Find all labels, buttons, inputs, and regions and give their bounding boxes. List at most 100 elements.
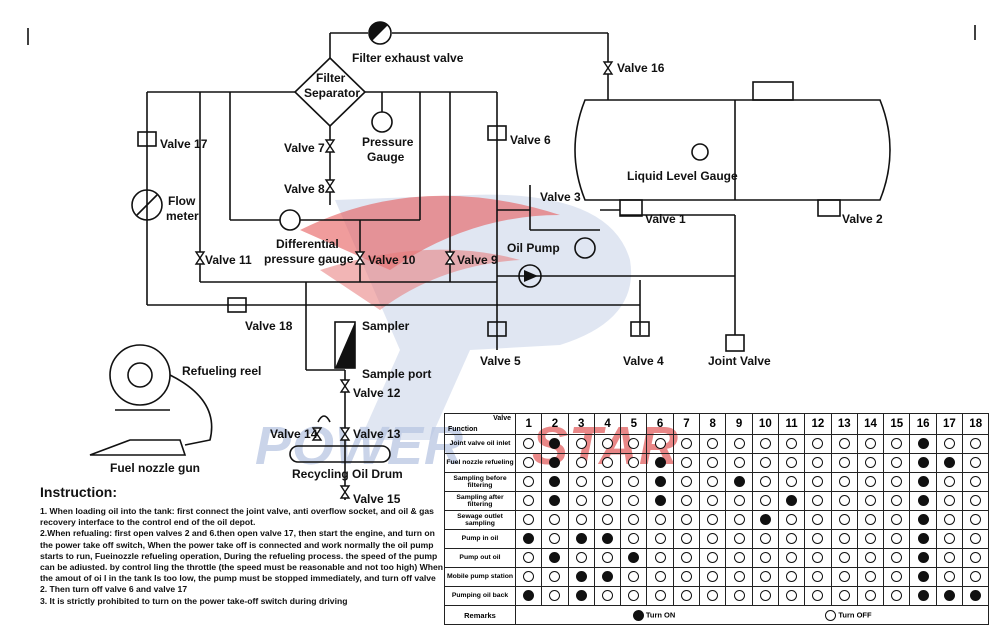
table-cell — [777, 586, 806, 606]
valve-off-icon — [654, 590, 666, 602]
table-cell — [804, 548, 832, 568]
valve-on-icon — [733, 476, 745, 488]
valve-off-icon — [891, 514, 903, 526]
table-cell — [672, 434, 701, 454]
table-cell — [883, 586, 911, 606]
column-header-9: 9 — [725, 413, 753, 435]
valve-on-icon — [575, 590, 587, 602]
table-cell — [856, 510, 885, 530]
valve-off-icon — [628, 533, 640, 545]
valve-off-icon — [628, 438, 640, 450]
table-cell — [620, 567, 648, 587]
valve3-label: Valve 3 — [540, 190, 581, 204]
valve-off-icon — [786, 571, 798, 583]
instruction-line-3: 3. It is strictly prohibited to turn on … — [40, 595, 348, 606]
table-cell — [777, 453, 806, 473]
valve-off-icon — [838, 495, 850, 507]
valve-off-icon — [575, 438, 587, 450]
table-cell — [593, 548, 622, 568]
valve-on-icon — [575, 571, 587, 583]
table-cell — [804, 567, 832, 587]
valve-off-icon — [602, 590, 614, 602]
table-cell — [883, 434, 911, 454]
valve-off-icon — [812, 438, 824, 450]
valve-off-icon — [680, 590, 692, 602]
valve7-label: Valve 7 — [284, 141, 325, 155]
valve-off-icon — [865, 571, 876, 583]
valve-off-icon — [838, 571, 850, 583]
table-cell — [909, 548, 937, 568]
valve-off-icon — [943, 514, 955, 526]
diff-gauge-label-2: pressure gauge — [264, 252, 354, 266]
fuel-nozzle-gun-label: Fuel nozzle gun — [110, 461, 200, 475]
valve10-label: Valve 10 — [368, 253, 416, 267]
valve-on-icon — [654, 476, 666, 488]
table-cell — [751, 529, 779, 549]
table-cell — [567, 586, 595, 606]
table-cell — [620, 586, 648, 606]
table-cell — [830, 472, 858, 492]
table-cell — [567, 491, 595, 511]
valve-off-icon — [812, 590, 824, 602]
valve-off-icon — [602, 438, 614, 450]
table-cell — [962, 453, 990, 473]
table-cell — [514, 567, 543, 587]
column-header-16: 16 — [909, 413, 937, 435]
table-cell — [593, 567, 622, 587]
table-cell — [856, 567, 885, 587]
table-cell — [672, 548, 701, 568]
valve-off-icon — [970, 571, 982, 583]
table-cell — [935, 529, 964, 549]
table-cell — [567, 529, 595, 549]
table-cell — [725, 491, 753, 511]
table-cell — [751, 586, 779, 606]
valve-off-icon — [707, 571, 719, 583]
valve8-label: Valve 8 — [284, 182, 325, 196]
valve-off-icon — [838, 514, 850, 526]
table-cell — [883, 472, 911, 492]
valve-off-icon — [865, 438, 876, 450]
table-row: Sampling before filtering — [444, 472, 990, 492]
table-row: Pump out oil — [444, 548, 990, 568]
table-row: Sewage outlet sampling — [444, 510, 990, 530]
column-header-2: 2 — [541, 413, 569, 435]
table-cell — [883, 491, 911, 511]
valve-off-icon — [786, 552, 798, 564]
table-cell — [935, 472, 964, 492]
valve-off-icon — [602, 476, 614, 488]
valve-off-icon — [628, 514, 640, 526]
instruction-line-2: 2.When refualing: first open valves 2 an… — [40, 528, 443, 595]
valve-off-icon — [523, 514, 535, 526]
sampler-label: Sampler — [362, 319, 410, 333]
table-cell — [541, 567, 569, 587]
valve-off-icon — [654, 552, 666, 564]
table-cell — [699, 586, 727, 606]
valve17-label: Valve 17 — [160, 137, 208, 151]
valve-off-icon — [680, 552, 692, 564]
joint-valve-label: Joint Valve — [708, 354, 771, 368]
table-cell — [514, 586, 543, 606]
table-cell — [856, 472, 885, 492]
valve-off-icon — [575, 552, 587, 564]
valve-on-icon — [549, 457, 561, 469]
remarks-row: Remarks Turn ON Turn OFF — [444, 605, 990, 625]
pressure-gauge-label-1: Pressure — [362, 135, 414, 149]
table-cell — [804, 586, 832, 606]
table-cell — [830, 434, 858, 454]
table-cell — [804, 453, 832, 473]
table-cell — [514, 491, 543, 511]
table-cell — [567, 434, 595, 454]
valve-off-icon — [943, 476, 955, 488]
column-header-14: 14 — [856, 413, 885, 435]
table-cell — [935, 491, 964, 511]
valve-off-icon — [523, 552, 535, 564]
filter-exhaust-valve-label: Filter exhaust valve — [352, 51, 464, 65]
table-cell — [830, 548, 858, 568]
table-cell — [856, 529, 885, 549]
valve-on-icon — [654, 495, 666, 507]
column-header-17: 17 — [935, 413, 964, 435]
valve-off-icon — [680, 457, 692, 469]
filter-separator-label-1: Filter — [316, 71, 346, 85]
valve-off-icon — [759, 590, 771, 602]
